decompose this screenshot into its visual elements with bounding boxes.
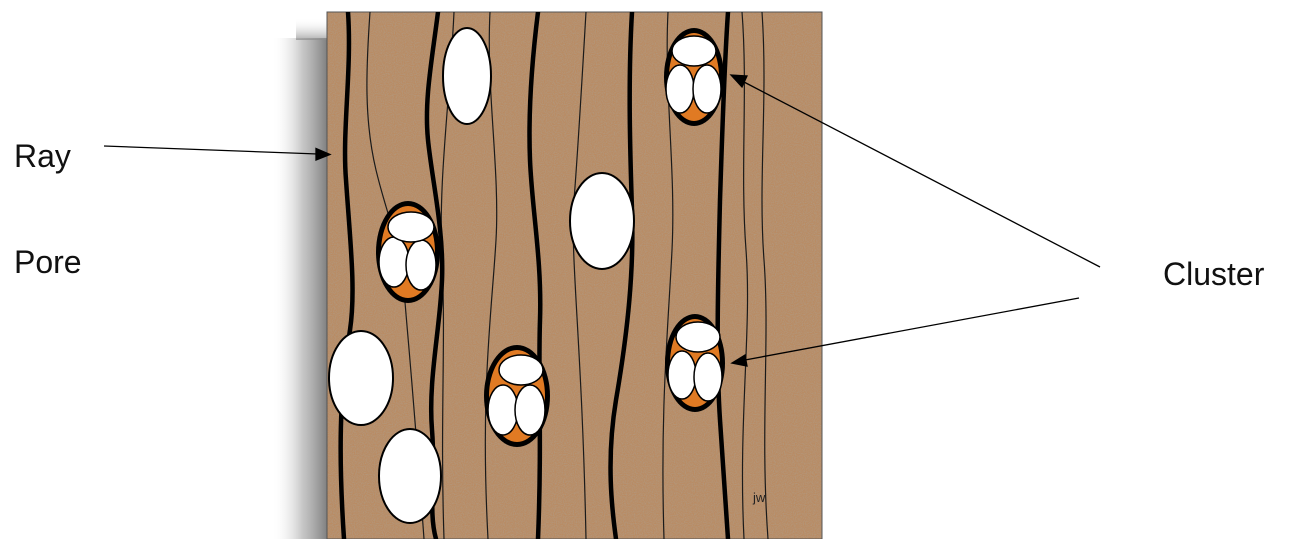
pore-cluster [664,28,724,126]
pore [443,28,491,124]
pore-cluster [665,314,725,412]
signature: jw [752,490,766,505]
pore-cluster [484,345,550,447]
pore [379,429,441,523]
pore [570,173,634,269]
pore-cluster [376,201,440,303]
pore [329,331,393,425]
panel-shadow [272,38,327,539]
panel-shadow-top [296,18,327,40]
